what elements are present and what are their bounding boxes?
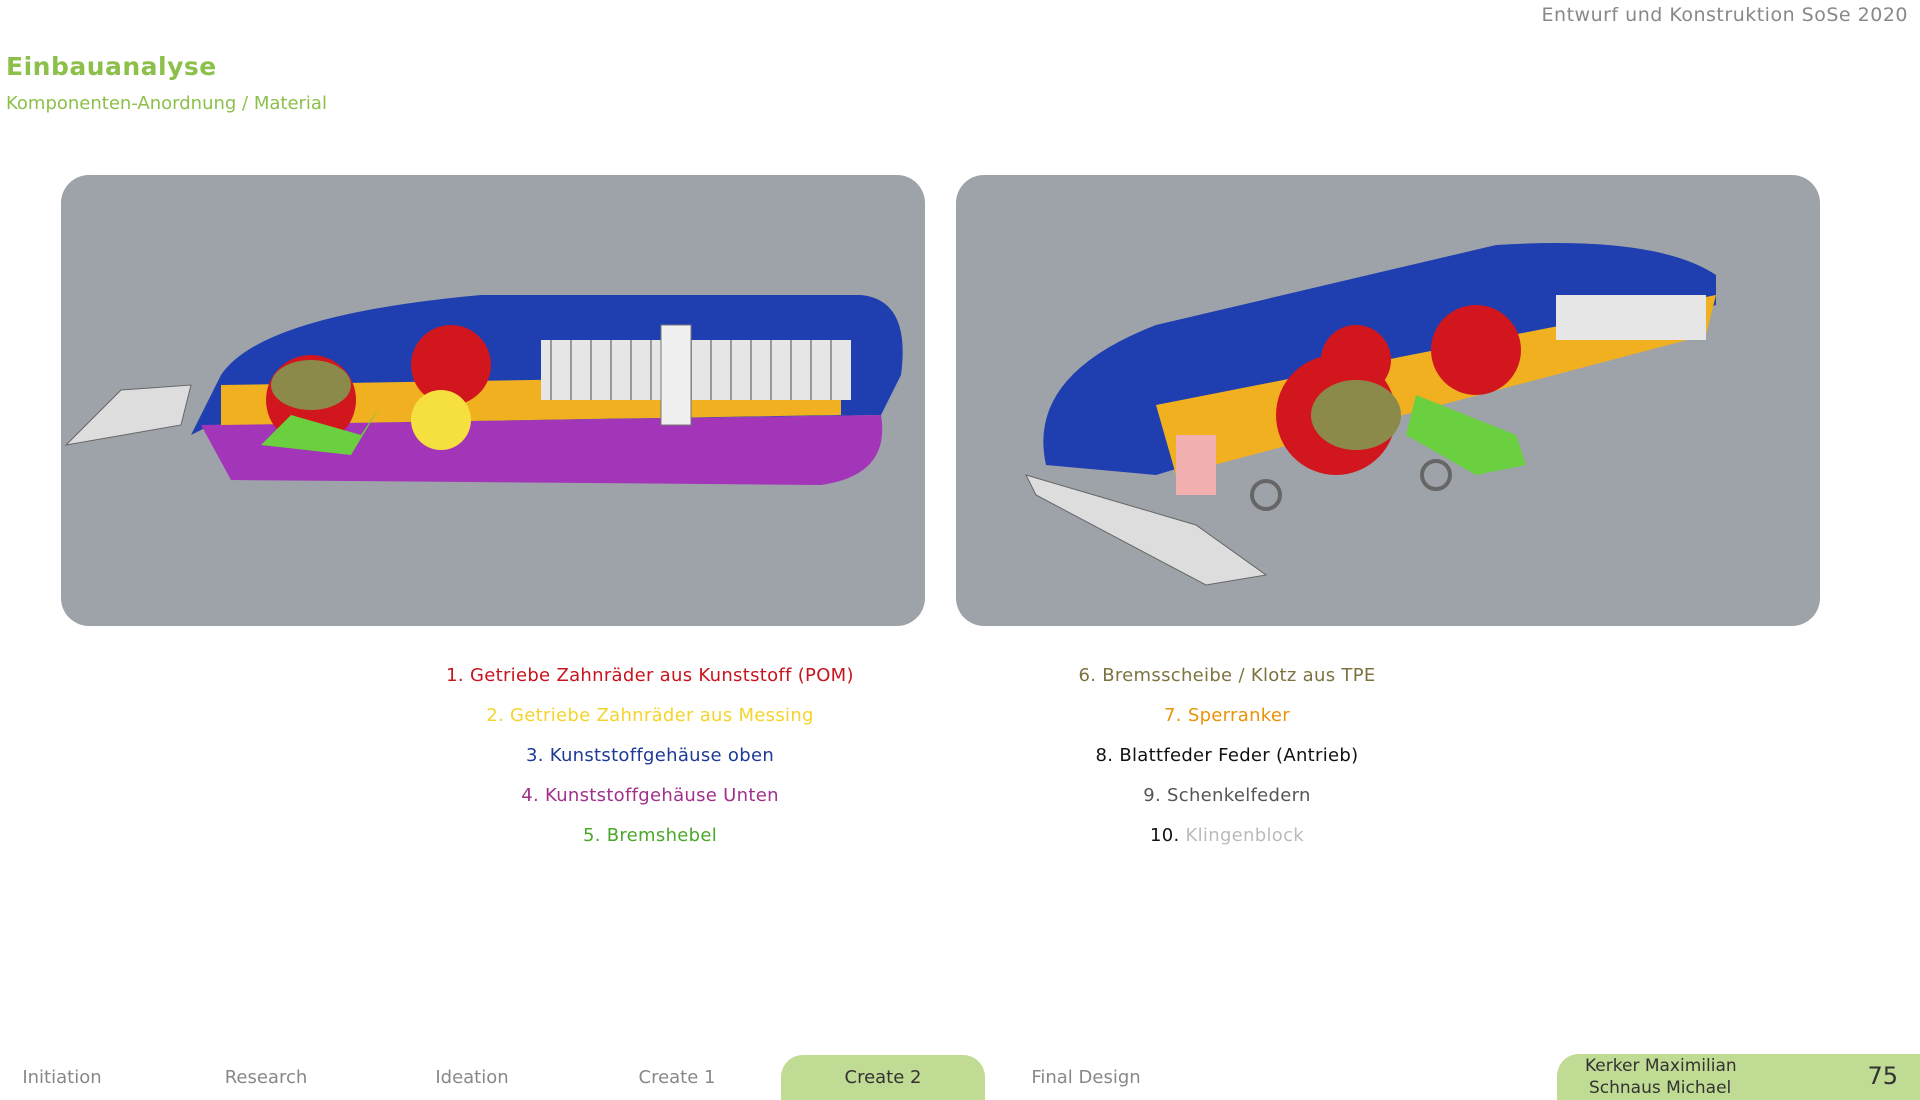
legend-item-1: 1. Getriebe Zahnräder aus Kunststoff (PO… bbox=[446, 665, 854, 686]
legend-item-2: 2. Getriebe Zahnräder aus Messing bbox=[486, 705, 814, 726]
legend-left: 1. Getriebe Zahnräder aus Kunststoff (PO… bbox=[400, 656, 900, 856]
page-number: 75 bbox=[1867, 1062, 1898, 1090]
tab-create-2[interactable]: Create 2 bbox=[781, 1055, 985, 1100]
tab-ideation[interactable]: Ideation bbox=[435, 1067, 509, 1088]
legend-item-9: 9. Schenkelfedern bbox=[1143, 785, 1311, 806]
legend-item-10-label: Klingenblock bbox=[1185, 825, 1305, 846]
author-2: Schnaus Michael bbox=[1589, 1078, 1732, 1098]
tab-research[interactable]: Research bbox=[224, 1067, 308, 1088]
author-box: Kerker Maximilian Schnaus Michael 75 bbox=[1557, 1054, 1920, 1100]
tab-initiation[interactable]: Initiation bbox=[22, 1067, 102, 1088]
tab-final-design[interactable]: Final Design bbox=[1031, 1067, 1141, 1088]
page-title: Einbauanalyse bbox=[6, 52, 217, 81]
legend-item-10: 10. Klingenblock bbox=[977, 816, 1477, 856]
legend-item-10-number: 10. bbox=[1149, 825, 1180, 846]
render-image-perspective-view bbox=[956, 175, 1820, 626]
course-label: Entwurf und Konstruktion SoSe 2020 bbox=[1541, 4, 1908, 26]
legend-item-5: 5. Bremshebel bbox=[582, 825, 718, 846]
legend-item-6: 6. Bremsscheibe / Klotz aus TPE bbox=[1078, 665, 1376, 686]
legend-item-8: 8. Blattfeder Feder (Antrieb) bbox=[1095, 745, 1359, 766]
author-1: Kerker Maximilian bbox=[1585, 1056, 1737, 1076]
legend-item-4: 4. Kunststoffgehäuse Unten bbox=[521, 785, 779, 806]
tab-create-1[interactable]: Create 1 bbox=[638, 1067, 716, 1088]
render-image-side-view bbox=[61, 175, 925, 626]
page-subtitle: Komponenten-Anordnung / Material bbox=[6, 93, 327, 114]
legend-item-7: 7. Sperranker bbox=[1164, 705, 1290, 726]
legend-item-3: 3. Kunststoffgehäuse oben bbox=[525, 745, 775, 766]
legend-right: 6. Bremsscheibe / Klotz aus TPE 7. Sperr… bbox=[977, 656, 1477, 856]
author-names: Kerker Maximilian Schnaus Michael bbox=[1585, 1055, 1737, 1099]
